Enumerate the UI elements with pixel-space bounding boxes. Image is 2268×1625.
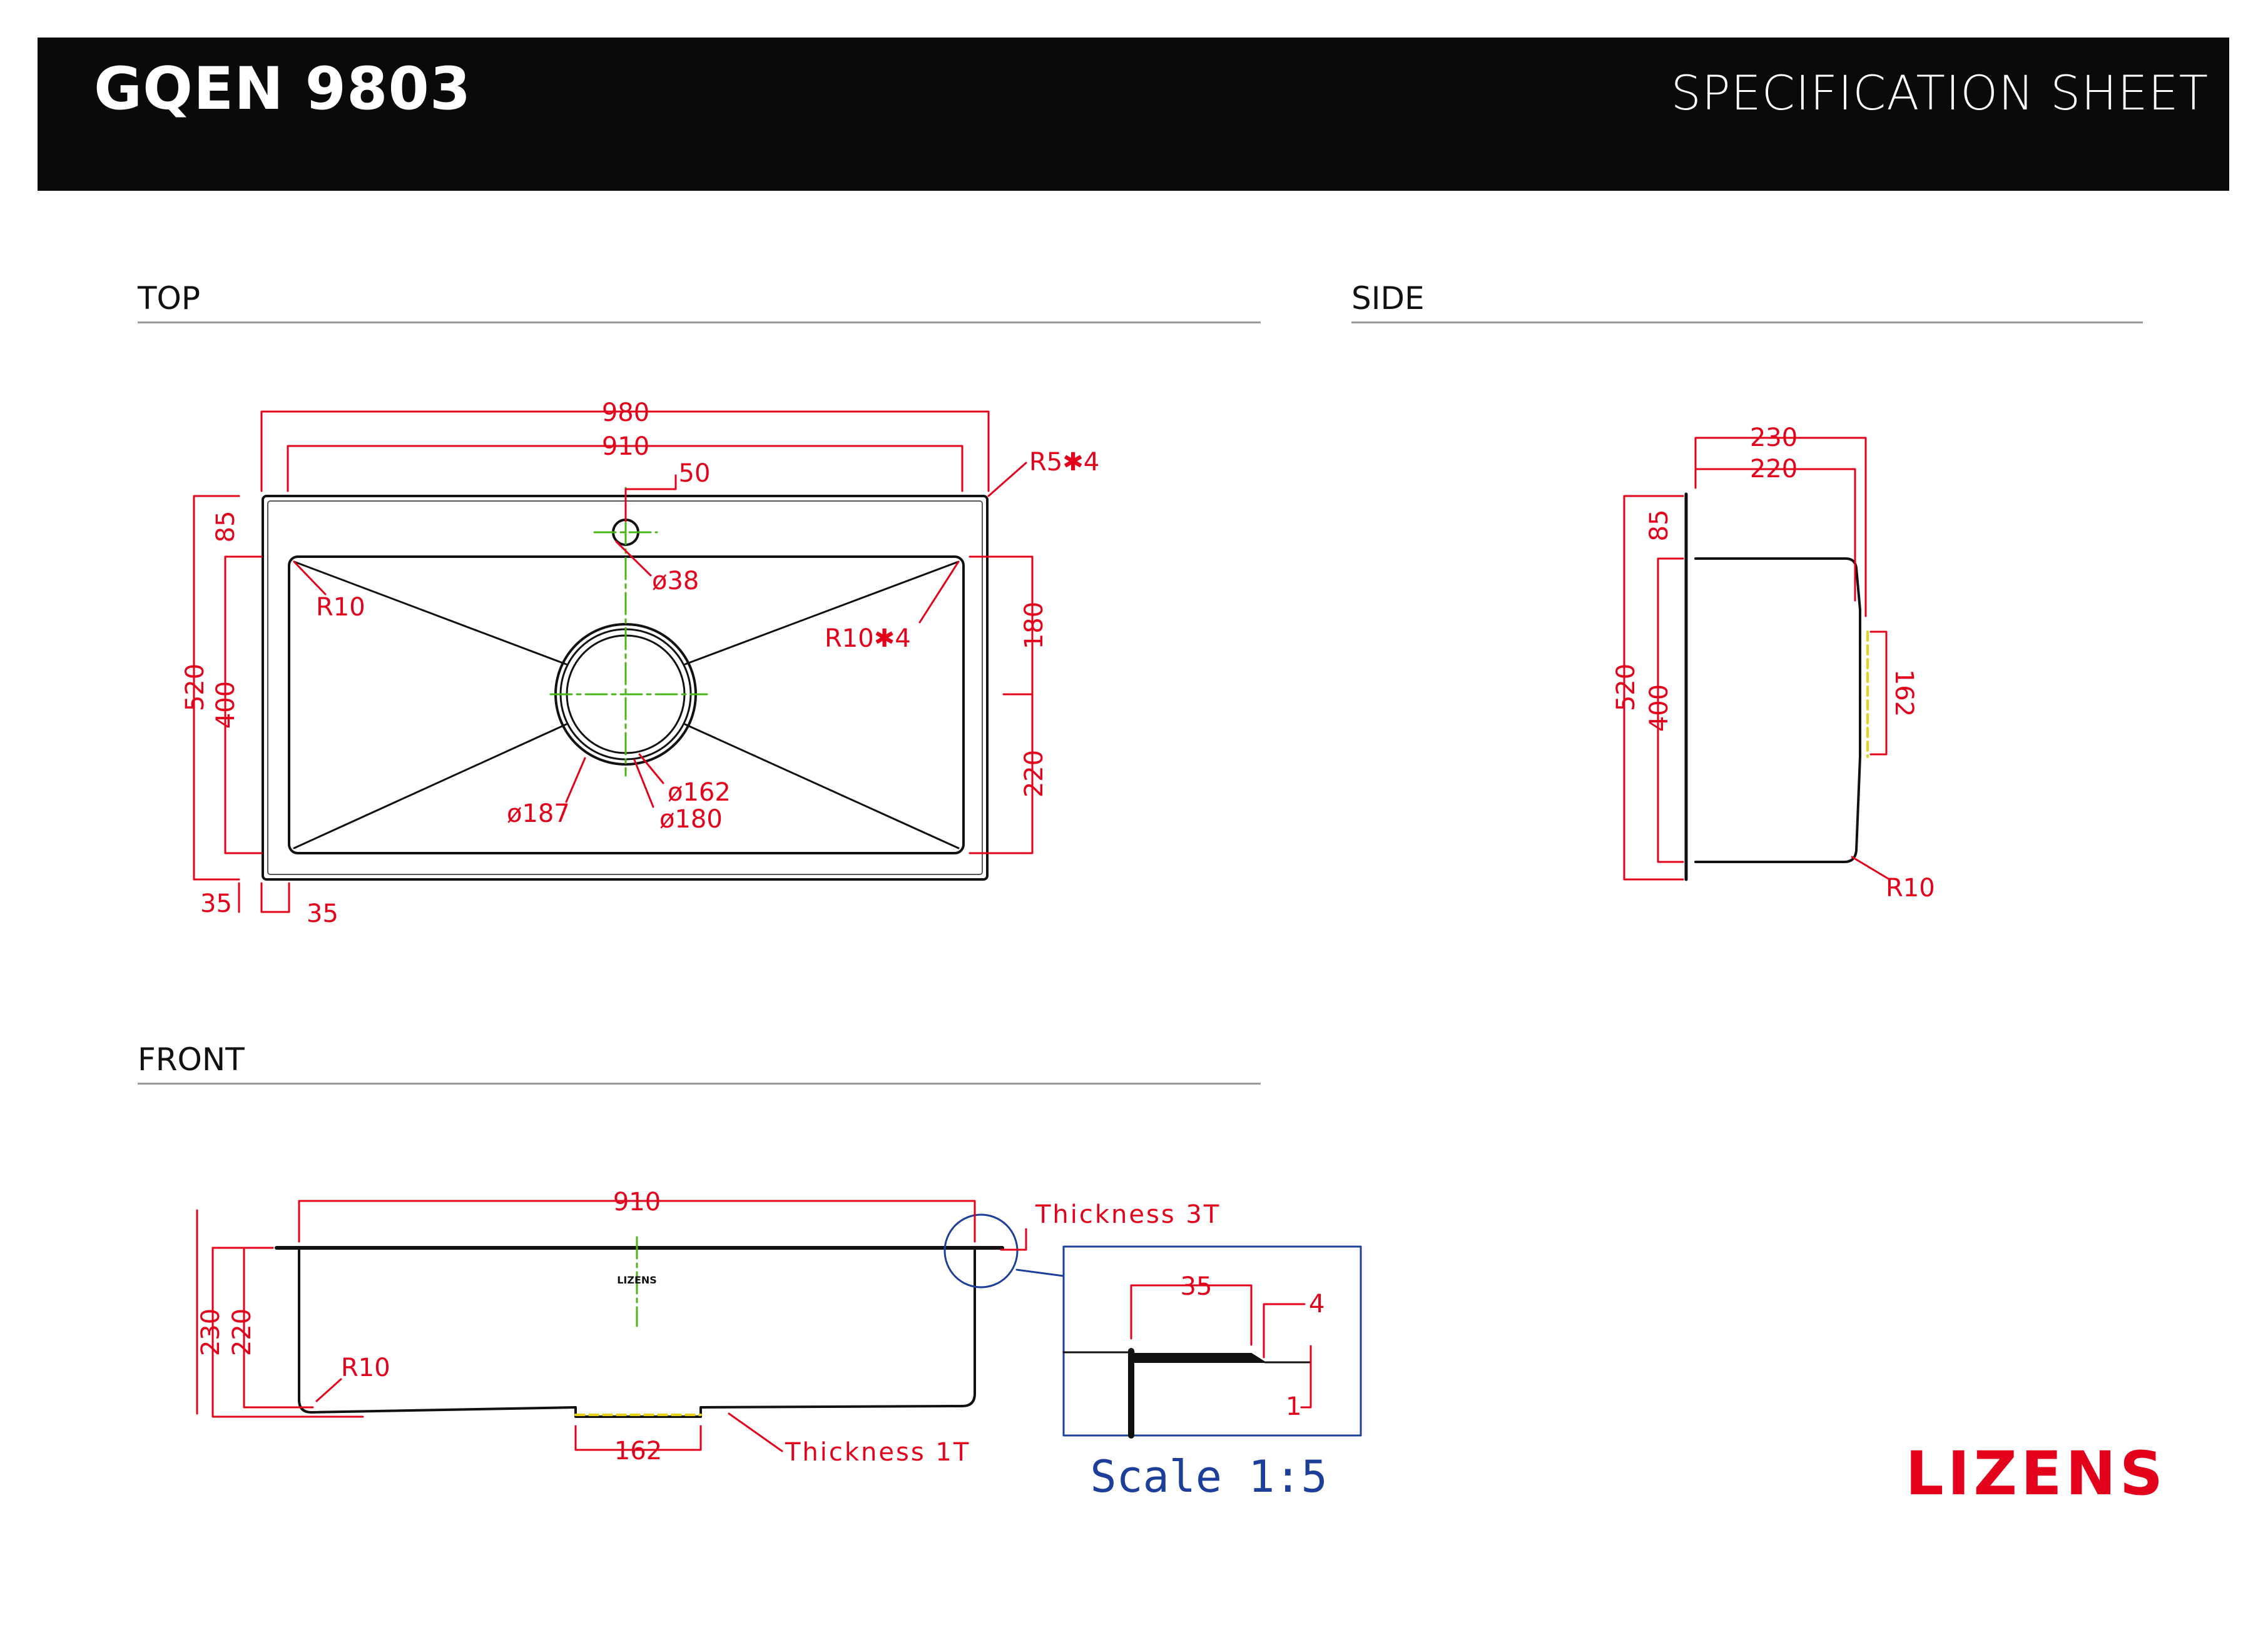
dim-front-910: 910 [613,1188,661,1217]
section-title-side: SIDE [1351,280,1425,316]
detail-frame [1062,1245,1362,1437]
dim-detail-1: 1 [1286,1392,1301,1421]
dim-side-85: 85 [1645,510,1674,542]
side-bowl [1694,557,1861,863]
detail-dimensions [1130,1284,1312,1409]
top-center-lines [549,487,708,777]
side-dimensions [1623,437,1891,881]
dim-side-230: 230 [1750,423,1798,452]
dim-top-400: 400 [211,681,240,729]
dim-side-520: 520 [1612,664,1640,711]
brand-logo: LIZENS [1905,1439,2167,1509]
dim-top-520: 520 [181,664,210,711]
top-dimensions [193,410,1034,913]
front-view: 910 R10 162 Thickness 1T Thickness 3T 23… [196,1188,1221,1467]
front-bowl [298,1249,976,1418]
top-bowl-slopes [293,560,960,849]
header-bar [38,38,2229,191]
dim-top-910: 910 [602,432,649,461]
dim-front-thickness-1t: Thickness 1T [785,1438,970,1467]
dim-top-50: 50 [679,459,711,488]
dim-front-230: 230 [196,1309,225,1356]
dim-front-220: 220 [228,1309,257,1356]
dim-front-thickness-3t: Thickness 3T [1035,1200,1221,1229]
model-title: GQEN 9803 [94,55,472,123]
dim-top-85: 85 [211,511,240,543]
dim-detail-35: 35 [1181,1272,1213,1301]
section-rule-front [138,1083,1261,1085]
dim-top-180: 180 [1020,602,1049,649]
front-dimensions [196,1200,1027,1452]
dim-top-drain-180: ø180 [659,805,723,834]
detail-view: 35 4 1 Scale 1:5 [1062,1245,1362,1502]
detail-scale-label: Scale 1:5 [1090,1451,1327,1502]
dim-top-220: 220 [1020,750,1049,797]
dim-side-400: 400 [1645,684,1674,732]
dim-side-162: 162 [1889,669,1918,717]
dim-side-220: 220 [1750,455,1798,483]
dim-top-980: 980 [602,398,649,427]
dim-top-tap-hole: ø38 [652,567,699,595]
front-detail-circle [943,1213,1019,1288]
top-view: 980 910 50 R5✱4 ø38 R10 R10✱4 ø187 ø162 … [181,398,1099,928]
dim-top-r10x4: R10✱4 [825,624,911,653]
dim-side-r10: R10 [1886,874,1935,903]
section-rule-side [1351,321,2143,323]
front-logo-mark: LIZENS [617,1274,657,1286]
dim-top-drain-162: ø162 [668,778,731,807]
dim-front-r10: R10 [341,1354,390,1382]
sheet-title: SPECIFICATION SHEET [1670,65,2209,121]
dim-top-r10: R10 [316,593,365,622]
dim-top-35-inner: 35 [307,899,338,928]
top-bowl [288,555,965,854]
front-detail-leader [1015,1268,1065,1277]
dim-top-r5x4: R5✱4 [1029,448,1099,477]
detail-flange [1131,1353,1266,1363]
section-title-top: TOP [138,280,201,316]
side-view: 230 220 R10 85 520 400 162 [1612,423,1935,903]
dim-top-35-outer: 35 [200,889,232,918]
dim-front-162: 162 [614,1437,662,1466]
dim-top-drain-187: ø187 [507,799,570,828]
section-title-front: FRONT [138,1041,245,1078]
dim-detail-4: 4 [1309,1290,1325,1319]
section-rule-top [138,321,1261,323]
